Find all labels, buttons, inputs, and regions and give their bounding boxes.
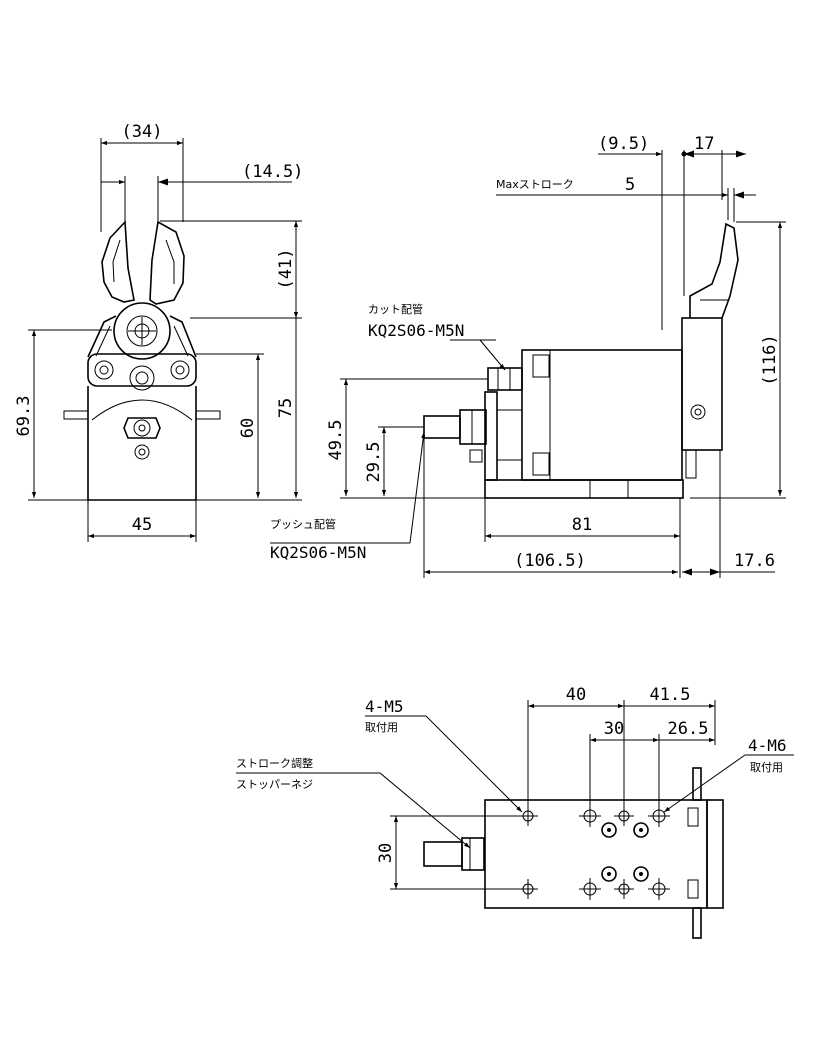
dim-total-height: (116): [760, 334, 780, 385]
m6-hole: [648, 878, 670, 900]
dim-30-left: 30: [376, 843, 396, 863]
side-base-plate: [484, 479, 684, 499]
m5-hole: [518, 879, 538, 899]
body: [87, 386, 197, 501]
cut-port-part: KQ2S06-M5N: [368, 321, 464, 340]
dim-height-60: 60: [238, 418, 258, 438]
dim-41-5: 41.5: [650, 685, 691, 705]
m5-sub: 取付用: [365, 721, 398, 734]
bottom-view: 40 41.5 30 26.5 30 4-M5 取付用 4-M6 取付用 ストロ…: [236, 685, 794, 939]
cylinder-body: [521, 349, 683, 481]
cutter-head: [681, 317, 723, 451]
max-stroke-value: 5: [625, 175, 635, 195]
m5-label: 4-M5: [365, 697, 404, 716]
dim-jaw-width: (14.5): [242, 162, 303, 182]
front-view: (34) (14.5) (41) 75 60 69.3 45: [14, 122, 303, 542]
right-jaw: [149, 220, 185, 305]
push-port-part: KQ2S06-M5N: [270, 543, 366, 562]
dim-offset-9-5: (9.5): [598, 134, 649, 154]
dim-jaw-height: (41): [276, 249, 296, 290]
dim-17: 17: [694, 134, 714, 154]
m6-hole: [579, 805, 601, 827]
dim-40: 40: [566, 685, 586, 705]
dim-17-6: 17.6: [734, 551, 775, 571]
left-jaw: [101, 220, 135, 303]
m6-sub: 取付用: [750, 761, 783, 774]
max-stroke-label: Maxストローク: [496, 178, 574, 191]
m5-hole: [614, 879, 634, 899]
side-view: カット配管 KQ2S06-M5N プッシュ配管 KQ2S06-M5N (9.5)…: [270, 134, 786, 578]
m6-hole: [579, 878, 601, 900]
m6-hole: [648, 805, 670, 827]
m6-label: 4-M6: [748, 736, 787, 755]
side-jaw: [689, 222, 739, 319]
dim-30-top: 30: [604, 719, 624, 739]
cut-port-label: カット配管: [368, 302, 423, 316]
dim-height-75: 75: [276, 398, 296, 418]
stopper-label-2: ストッパーネジ: [236, 778, 313, 791]
dim-26-5: 26.5: [668, 719, 709, 739]
m5-hole: [518, 806, 538, 826]
m5-hole: [614, 806, 634, 826]
dim-81: 81: [572, 515, 592, 535]
dim-29-5: 29.5: [364, 442, 384, 483]
flange-plate: [87, 353, 197, 387]
push-port-label: プッシュ配管: [270, 517, 336, 531]
dim-49-5: 49.5: [326, 420, 346, 461]
dim-front-width: (34): [122, 122, 163, 142]
dim-height-69-3: 69.3: [14, 396, 34, 437]
dim-base-width: 45: [132, 515, 152, 535]
pivot-housing: [113, 302, 171, 360]
dim-106-5: (106.5): [514, 551, 586, 571]
stopper-label-1: ストローク調整: [236, 756, 313, 770]
